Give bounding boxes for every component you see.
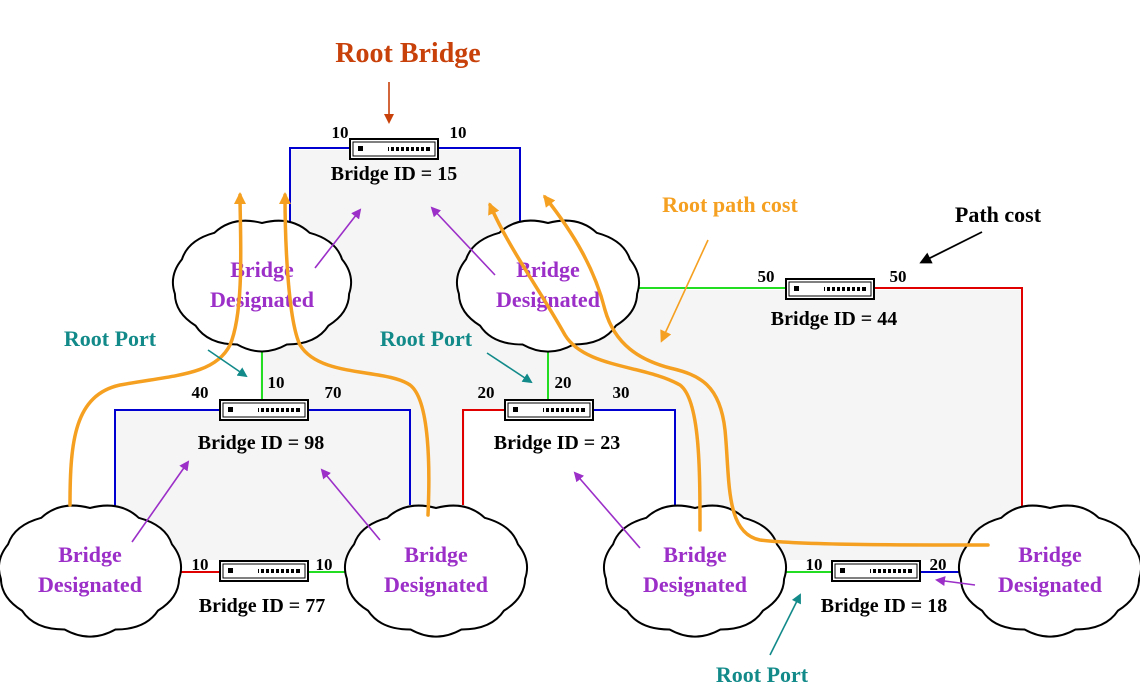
root-port-arrow-2 [486,352,533,384]
cloud-line-2: Designated [998,572,1102,597]
root-port-label-1: Root Port [64,326,157,351]
port-cost-left-b18: 10 [806,555,823,574]
port-cost-left-b98: 40 [192,383,209,402]
port-cost-right-b98: 70 [325,383,342,402]
switch-icon-b23 [504,399,594,421]
root-path-right [543,194,990,547]
link-23-right [592,409,676,510]
labels: Root Bridge Root path cost Path cost Roo… [64,38,1042,687]
port-cost-right-b77: 10 [316,555,333,574]
designated-arrow-18 [935,576,976,587]
switches [219,138,921,582]
switch-icon-b98 [219,399,309,421]
path-cost-label: Path cost [955,202,1042,227]
switch-icon-b77 [219,560,309,582]
switch-icon-b44 [785,278,875,300]
cloud-line-2: Designated [643,572,747,597]
designated-arrow-2 [430,206,496,276]
designated-arrow-77 [131,460,190,543]
switch-icon-b15 [349,138,439,160]
link-15-right [438,147,521,232]
cloud-line-2: Designated [384,572,488,597]
root-path-cost-label: Root path cost [662,192,798,217]
port-cost-left-b77: 10 [192,555,209,574]
port-cost-top-b23: 20 [555,373,572,392]
cloud-line-1: Bridge [1018,542,1082,567]
root-path-77 [68,192,247,507]
port-cost-right-b23: 30 [613,383,630,402]
bridge-id-label-b23: Bridge ID = 23 [494,432,620,454]
bridge-id-label-b15: Bridge ID = 15 [331,163,457,185]
cloud-shape [344,504,528,638]
port-cost-right-b15: 10 [450,123,467,142]
port-cost-left-b15: 10 [332,123,349,142]
root-path-arrows [68,192,990,547]
bridge-id-label-b44: Bridge ID = 44 [771,308,897,330]
cloud-line-1: Bridge [58,542,122,567]
cloud-shape [456,219,640,353]
port-cost-left-b44: 50 [758,267,775,286]
link-98-right [308,409,411,505]
link-23-left [462,409,505,505]
cloud-shape [0,504,182,638]
cloud-line-1: Bridge [404,542,468,567]
path-cost-arrow [919,231,983,264]
root-port-arrow-3 [769,593,801,656]
port-cost-right-b44: 50 [890,267,907,286]
cloud-line-1: Bridge [663,542,727,567]
switch-icon-b18 [831,560,921,582]
link-98-left [114,409,220,510]
cloud-shape [958,504,1140,638]
network-region [115,150,1022,560]
designated-arrow-98 [320,468,381,541]
root-path-98-right [279,192,431,517]
link-44-right [874,287,1023,510]
root-path-cost-arrow [660,239,709,343]
cloud-shape [171,219,353,353]
link-15-left [289,147,350,255]
root-bridge-title: Root Bridge [335,38,480,69]
root-port-label-3: Root Port [716,662,809,687]
root-port-label-2: Root Port [380,326,473,351]
designated-arrow-23 [573,471,641,549]
root-path-18 [488,202,702,532]
root-port-arrow-1 [207,349,248,378]
designated-arrow-1 [314,208,362,269]
port-cost-right-b18: 20 [930,555,947,574]
bridge-id-label-b98: Bridge ID = 98 [198,432,324,454]
cloud-line-2: Designated [38,572,142,597]
bridge-id-label-b18: Bridge ID = 18 [821,595,947,617]
pointer-arrows [131,82,983,656]
cloud-line-2: Designated [210,287,314,312]
clouds: BridgeDesignatedBridgeDesignatedBridgeDe… [0,219,1140,638]
bridge-id-label-b77: Bridge ID = 77 [199,595,325,617]
port-cost-left-b23: 20 [478,383,495,402]
port-cost-top-b98: 10 [268,373,285,392]
